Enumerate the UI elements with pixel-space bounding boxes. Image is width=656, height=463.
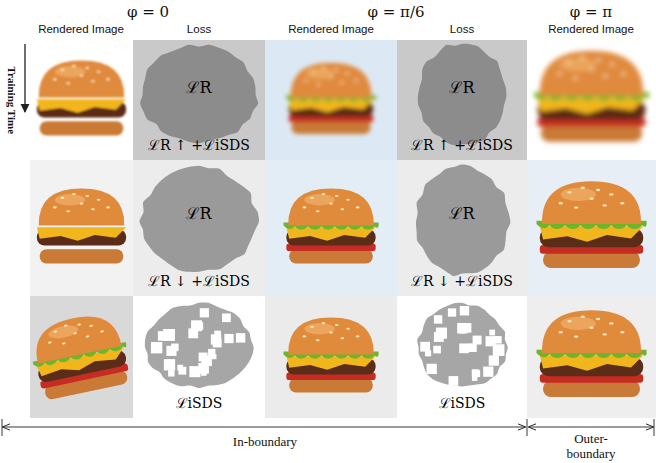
burger-render — [37, 60, 126, 135]
loss-mask: ℒR ℒR ↓ +ℒiSDS — [133, 160, 265, 296]
angle-heading: φ = π — [570, 4, 612, 21]
cell-ground — [133, 160, 265, 296]
boundary-tick — [654, 419, 655, 436]
cell-ground — [133, 40, 265, 160]
column-heading: Rendered Image — [38, 23, 124, 36]
angle-heading: φ = 0 — [127, 4, 169, 21]
cell-ground — [265, 40, 397, 160]
loss-term: ℒR — [186, 204, 211, 223]
loss-term: ℒR — [449, 78, 474, 97]
cell-grounds — [30, 40, 656, 418]
cell-ground — [397, 160, 527, 296]
burger-render — [26, 308, 135, 401]
in-boundary-arrow — [3, 427, 525, 428]
cell-ground — [265, 296, 397, 418]
cell-ground — [30, 40, 133, 160]
cell-ground — [30, 160, 133, 296]
loss-mask: ℒiSDS — [397, 296, 527, 418]
loss-mask: ℒiSDS — [133, 296, 265, 418]
loss-term: ℒiSDS — [176, 395, 223, 412]
loss-term: ℒR ↓ +ℒiSDS — [148, 273, 250, 290]
cell-ground — [527, 296, 656, 418]
cell-ground — [397, 296, 527, 418]
cell-ground — [265, 160, 397, 296]
cell-ground — [527, 40, 656, 160]
loss-mask: ℒR ℒR ↑ +ℒiSDS — [397, 40, 527, 160]
cell-ground — [133, 296, 265, 418]
column-heading: Rendered Image — [548, 23, 634, 36]
cell-ground — [397, 40, 527, 160]
burger-render — [37, 188, 126, 263]
cell-ground — [30, 296, 133, 418]
burger-render — [286, 63, 376, 134]
loss-term: ℒR ↑ +ℒiSDS — [148, 137, 250, 154]
burger-render — [534, 51, 649, 142]
burger-render — [284, 317, 379, 392]
column-heading: Loss — [187, 23, 211, 36]
loss-mask: ℒR ℒR ↓ +ℒiSDS — [397, 160, 527, 296]
burger-render — [284, 188, 379, 263]
loss-term: ℒR ↑ +ℒiSDS — [411, 137, 513, 154]
column-heading: Loss — [450, 23, 474, 36]
range-label: Outer- boundary — [558, 432, 624, 462]
angle-heading: φ = π/6 — [367, 4, 424, 21]
outer-boundary-arrow — [529, 427, 653, 428]
column-heading: Rendered Image — [288, 23, 374, 36]
burger-renders — [26, 51, 650, 402]
loss-term: ℒR — [186, 78, 211, 97]
burger-render — [537, 310, 647, 397]
burger-render — [537, 181, 647, 268]
time-arrow — [24, 44, 25, 112]
axis-label: Training Time — [6, 66, 19, 134]
cell-ground — [527, 160, 656, 296]
loss-term: ℒR ↓ +ℒiSDS — [411, 273, 513, 290]
range-label: In-boundary — [233, 435, 297, 450]
boundary-divider — [527, 419, 528, 436]
boundary-tick — [2, 419, 3, 436]
loss-term: ℒR — [449, 204, 474, 223]
loss-mask: ℒR ℒR ↑ +ℒiSDS — [133, 40, 265, 160]
loss-term: ℒiSDS — [439, 395, 486, 412]
